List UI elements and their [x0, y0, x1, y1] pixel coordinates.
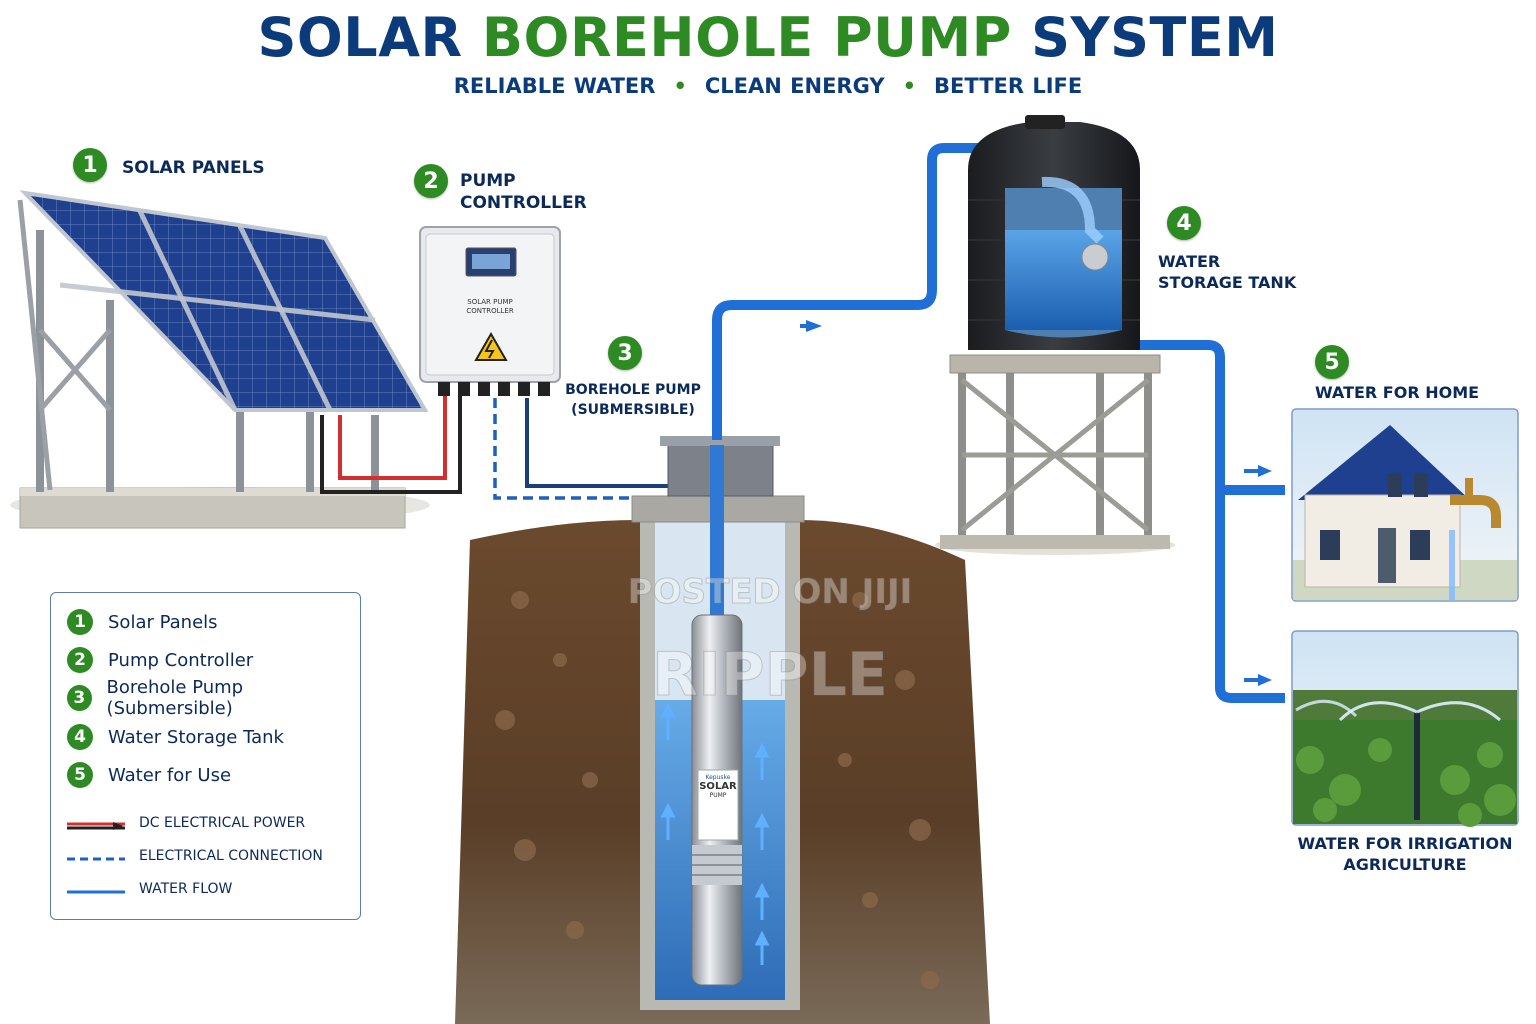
legend-line-dc-power: DC ELECTRICAL POWER: [67, 813, 305, 833]
legend-line-text-1: DC ELECTRICAL POWER: [139, 815, 306, 831]
legend-item-3: 3 Borehole Pump (Submersible): [67, 677, 360, 719]
legend-line-electrical-connection: ELECTRICAL CONNECTION: [67, 846, 323, 866]
borehole-cross-section: [455, 436, 990, 1024]
step-label-pump-controller-line1: PUMP: [460, 171, 516, 191]
legend-text-4: Water Storage Tank: [108, 726, 284, 748]
legend-line-text-2: ELECTRICAL CONNECTION: [139, 848, 323, 864]
legend-badge-3: 3: [67, 685, 92, 711]
tagline-1: RELIABLE WATER: [453, 74, 656, 98]
step-label-borehole-pump-line2: (SUBMERSIBLE): [571, 402, 695, 418]
distribution-pipe: [1140, 340, 1285, 703]
controller-box-label-line2: CONTROLLER: [466, 307, 514, 315]
step-label-solar-panels: SOLAR PANELS: [122, 158, 265, 178]
electrical-connection-swatch: [67, 851, 125, 861]
water-storage-tank: [940, 115, 1170, 549]
dc-power-swatch: [67, 818, 125, 830]
legend-text-1: Solar Panels: [108, 611, 218, 633]
tagline-separator-1: •: [673, 74, 687, 98]
dc-power-cable: [320, 385, 462, 494]
legend-item-1: 1 Solar Panels: [67, 608, 218, 636]
irrigation-label: WATER FOR IRRIGATION AGRICULTURE: [1292, 833, 1518, 875]
legend-text-3: Borehole Pump (Submersible): [106, 677, 244, 719]
step-label-tank-line1: WATER: [1158, 252, 1221, 271]
tagline-separator-2: •: [902, 74, 917, 98]
water-flow-pipe: [712, 143, 980, 440]
legend-line-text-3: WATER FLOW: [139, 881, 233, 897]
electrical-connection-cable: [493, 398, 640, 500]
tagline: RELIABLE WATER • CLEAN ENERGY • BETTER LIFE: [0, 74, 1536, 98]
step-badge-3: 3: [608, 336, 642, 370]
step-label-tank-line2: STORAGE TANK: [1158, 273, 1297, 292]
controller-box-label: SOLAR PUMP CONTROLLER: [442, 298, 538, 316]
step-label-water-for-home: WATER FOR HOME: [1315, 383, 1480, 402]
step-label-pump-controller: PUMP CONTROLLER: [460, 170, 587, 214]
title-part-3: SYSTEM: [1011, 6, 1279, 69]
legend-line-water-flow: WATER FLOW: [67, 879, 232, 899]
watermark-line-1: POSTED ON JIJI: [627, 572, 913, 613]
title-part-2: BOREHOLE PUMP: [481, 6, 1012, 69]
pump-label-line2: PUMP: [709, 792, 727, 799]
title-part-1: SOLAR: [257, 6, 482, 69]
pump-brand: Kepuske: [705, 774, 731, 781]
irrigation-label-line2: AGRICULTURE: [1343, 855, 1467, 874]
step-label-pump-controller-line2: CONTROLLER: [460, 193, 587, 213]
pump-controller-box: [419, 226, 561, 396]
legend-badge-5: 5: [67, 762, 93, 788]
legend-item-5: 5 Water for Use: [67, 761, 231, 789]
tagline-3: BETTER LIFE: [934, 74, 1083, 98]
pump-label-line1: SOLAR: [699, 781, 737, 792]
irrigation-illustration: [1291, 630, 1519, 827]
legend-badge-2: 2: [67, 647, 93, 673]
watermark-line-2: RIPPLE: [652, 640, 889, 711]
step-badge-2: 2: [414, 164, 448, 198]
irrigation-label-line1: WATER FOR IRRIGATION: [1297, 834, 1513, 853]
legend-badge-1: 1: [67, 609, 93, 635]
step-label-water-storage-tank: WATER STORAGE TANK: [1158, 251, 1296, 293]
legend: 1 Solar Panels 2 Pump Controller 3 Boreh…: [50, 592, 361, 920]
step-badge-5: 5: [1315, 345, 1349, 379]
step-label-borehole-pump: BOREHOLE PUMP (SUBMERSIBLE): [565, 380, 701, 420]
solar-panel-array: [17, 190, 429, 529]
step-badge-4: 4: [1167, 206, 1201, 240]
legend-badge-4: 4: [67, 724, 93, 750]
home-illustration: [1291, 408, 1519, 602]
legend-text-2: Pump Controller: [108, 649, 254, 671]
controller-box-label-line1: SOLAR PUMP: [467, 298, 513, 306]
tagline-2: CLEAN ENERGY: [704, 74, 885, 98]
legend-item-4: 4 Water Storage Tank: [67, 723, 284, 751]
legend-text-5: Water for Use: [108, 764, 232, 786]
legend-item-2: 2 Pump Controller: [67, 646, 253, 674]
page-title: SOLAR BOREHOLE PUMP SYSTEM: [0, 6, 1536, 69]
step-badge-1: 1: [73, 148, 107, 182]
pump-label: Kepuske SOLAR PUMP: [698, 774, 738, 799]
step-label-borehole-pump-line1: BOREHOLE PUMP: [565, 382, 701, 398]
water-flow-swatch: [67, 884, 125, 894]
